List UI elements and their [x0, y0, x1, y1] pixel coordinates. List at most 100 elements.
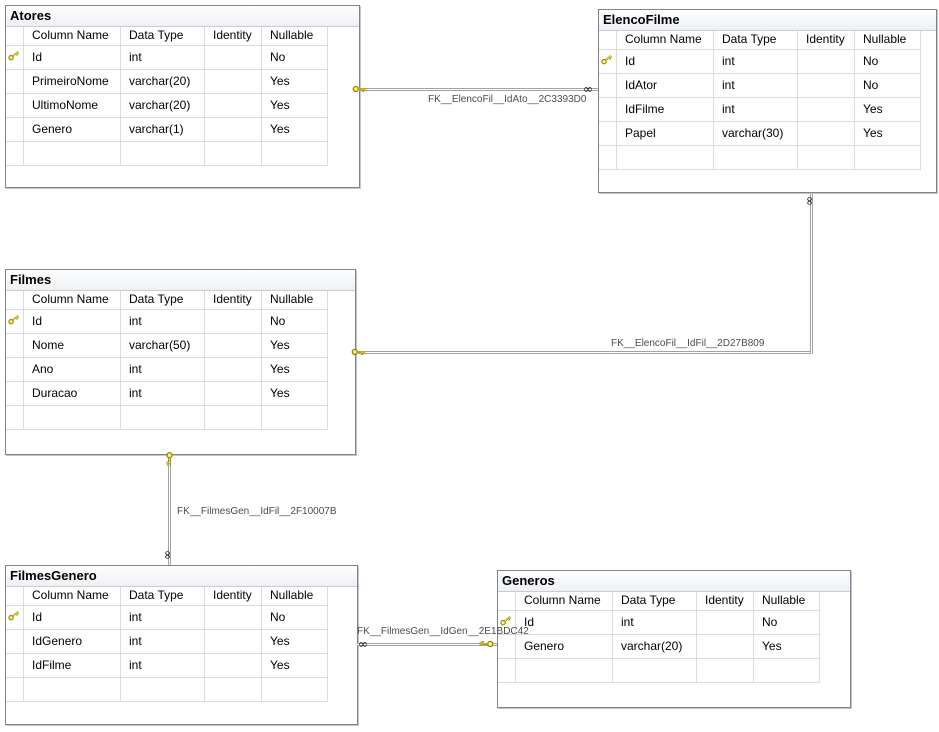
- cell-identity[interactable]: [205, 334, 262, 357]
- cell-data-type[interactable]: int: [613, 611, 697, 634]
- cell-nullable[interactable]: Yes: [262, 70, 328, 93]
- cell-column-name[interactable]: Id: [24, 310, 121, 333]
- cell-column-name[interactable]: Id: [617, 50, 714, 73]
- cell-identity[interactable]: [798, 146, 855, 169]
- column-row[interactable]: Nome varchar(50) Yes: [6, 334, 328, 358]
- column-row[interactable]: Genero varchar(20) Yes: [498, 635, 820, 659]
- cell-data-type[interactable]: varchar(20): [121, 94, 205, 117]
- row-selector[interactable]: [6, 382, 24, 405]
- row-selector[interactable]: [599, 98, 617, 121]
- cell-data-type[interactable]: varchar(1): [121, 118, 205, 141]
- cell-nullable[interactable]: Yes: [855, 122, 921, 145]
- cell-data-type[interactable]: int: [121, 654, 205, 677]
- cell-identity[interactable]: [205, 70, 262, 93]
- cell-column-name[interactable]: Id: [516, 611, 613, 634]
- cell-nullable[interactable]: Yes: [855, 98, 921, 121]
- table-window-atores[interactable]: Atores Column Name Data Type Identity Nu…: [5, 5, 360, 188]
- empty-column-row[interactable]: [6, 142, 328, 166]
- row-selector[interactable]: [6, 70, 24, 93]
- table-title[interactable]: FilmesGenero: [6, 566, 357, 587]
- column-row[interactable]: Id int No: [6, 46, 328, 70]
- cell-data-type[interactable]: int: [714, 50, 798, 73]
- cell-identity[interactable]: [205, 94, 262, 117]
- cell-data-type[interactable]: int: [714, 98, 798, 121]
- empty-column-row[interactable]: [6, 406, 328, 430]
- row-selector[interactable]: [6, 118, 24, 141]
- connector-line[interactable]: [810, 194, 813, 354]
- column-row[interactable]: PrimeiroNome varchar(20) Yes: [6, 70, 328, 94]
- row-selector[interactable]: [599, 146, 617, 169]
- cell-nullable[interactable]: No: [262, 606, 328, 629]
- cell-column-name[interactable]: Duracao: [24, 382, 121, 405]
- cell-column-name[interactable]: [617, 146, 714, 169]
- cell-nullable[interactable]: No: [754, 611, 820, 634]
- cell-identity[interactable]: [798, 98, 855, 121]
- cell-column-name[interactable]: Ano: [24, 358, 121, 381]
- row-selector[interactable]: [6, 630, 24, 653]
- table-window-filmes[interactable]: Filmes Column Name Data Type Identity Nu…: [5, 269, 356, 455]
- cell-identity[interactable]: [205, 46, 262, 69]
- column-row[interactable]: Papel varchar(30) Yes: [599, 122, 921, 146]
- empty-column-row[interactable]: [6, 678, 328, 702]
- table-window-filmesgenero[interactable]: FilmesGenero Column Name Data Type Ident…: [5, 565, 358, 725]
- cell-data-type[interactable]: int: [121, 382, 205, 405]
- cell-column-name[interactable]: [24, 678, 121, 701]
- cell-nullable[interactable]: No: [855, 74, 921, 97]
- cell-nullable[interactable]: [262, 142, 328, 165]
- cell-identity[interactable]: [798, 74, 855, 97]
- empty-column-row[interactable]: [599, 146, 921, 170]
- cell-data-type[interactable]: int: [121, 310, 205, 333]
- cell-identity[interactable]: [798, 50, 855, 73]
- table-window-generos[interactable]: Generos Column Name Data Type Identity N…: [497, 570, 851, 708]
- cell-column-name[interactable]: Id: [24, 606, 121, 629]
- empty-column-row[interactable]: [498, 659, 820, 683]
- cell-data-type[interactable]: [121, 406, 205, 429]
- cell-nullable[interactable]: No: [855, 50, 921, 73]
- cell-identity[interactable]: [205, 406, 262, 429]
- cell-identity[interactable]: [205, 358, 262, 381]
- column-row[interactable]: IdAtor int No: [599, 74, 921, 98]
- column-row[interactable]: IdFilme int Yes: [6, 654, 328, 678]
- cell-data-type[interactable]: int: [121, 606, 205, 629]
- table-title[interactable]: Filmes: [6, 270, 355, 291]
- column-row[interactable]: Id int No: [6, 310, 328, 334]
- cell-nullable[interactable]: Yes: [262, 94, 328, 117]
- cell-identity[interactable]: [205, 118, 262, 141]
- cell-data-type[interactable]: int: [121, 46, 205, 69]
- row-selector[interactable]: [6, 310, 24, 333]
- cell-nullable[interactable]: [754, 659, 820, 682]
- cell-nullable[interactable]: [855, 146, 921, 169]
- cell-data-type[interactable]: int: [714, 74, 798, 97]
- row-selector[interactable]: [498, 659, 516, 682]
- row-selector[interactable]: [599, 50, 617, 73]
- row-selector[interactable]: [6, 94, 24, 117]
- cell-column-name[interactable]: Genero: [24, 118, 121, 141]
- cell-nullable[interactable]: No: [262, 46, 328, 69]
- cell-column-name[interactable]: Nome: [24, 334, 121, 357]
- cell-identity[interactable]: [205, 606, 262, 629]
- row-selector[interactable]: [6, 46, 24, 69]
- cell-data-type[interactable]: varchar(50): [121, 334, 205, 357]
- cell-column-name[interactable]: Id: [24, 46, 121, 69]
- cell-identity[interactable]: [205, 382, 262, 405]
- column-row[interactable]: UltimoNome varchar(20) Yes: [6, 94, 328, 118]
- cell-identity[interactable]: [205, 630, 262, 653]
- row-selector[interactable]: [6, 142, 24, 165]
- cell-column-name[interactable]: PrimeiroNome: [24, 70, 121, 93]
- cell-nullable[interactable]: Yes: [262, 382, 328, 405]
- cell-column-name[interactable]: [24, 142, 121, 165]
- cell-nullable[interactable]: Yes: [262, 654, 328, 677]
- cell-data-type[interactable]: [121, 142, 205, 165]
- cell-identity[interactable]: [205, 142, 262, 165]
- cell-nullable[interactable]: Yes: [754, 635, 820, 658]
- cell-nullable[interactable]: Yes: [262, 630, 328, 653]
- cell-data-type[interactable]: varchar(30): [714, 122, 798, 145]
- cell-identity[interactable]: [798, 122, 855, 145]
- column-row[interactable]: Id int No: [498, 611, 820, 635]
- table-title[interactable]: Generos: [498, 571, 850, 592]
- row-selector[interactable]: [6, 334, 24, 357]
- cell-data-type[interactable]: varchar(20): [121, 70, 205, 93]
- cell-data-type[interactable]: [714, 146, 798, 169]
- cell-data-type[interactable]: [121, 678, 205, 701]
